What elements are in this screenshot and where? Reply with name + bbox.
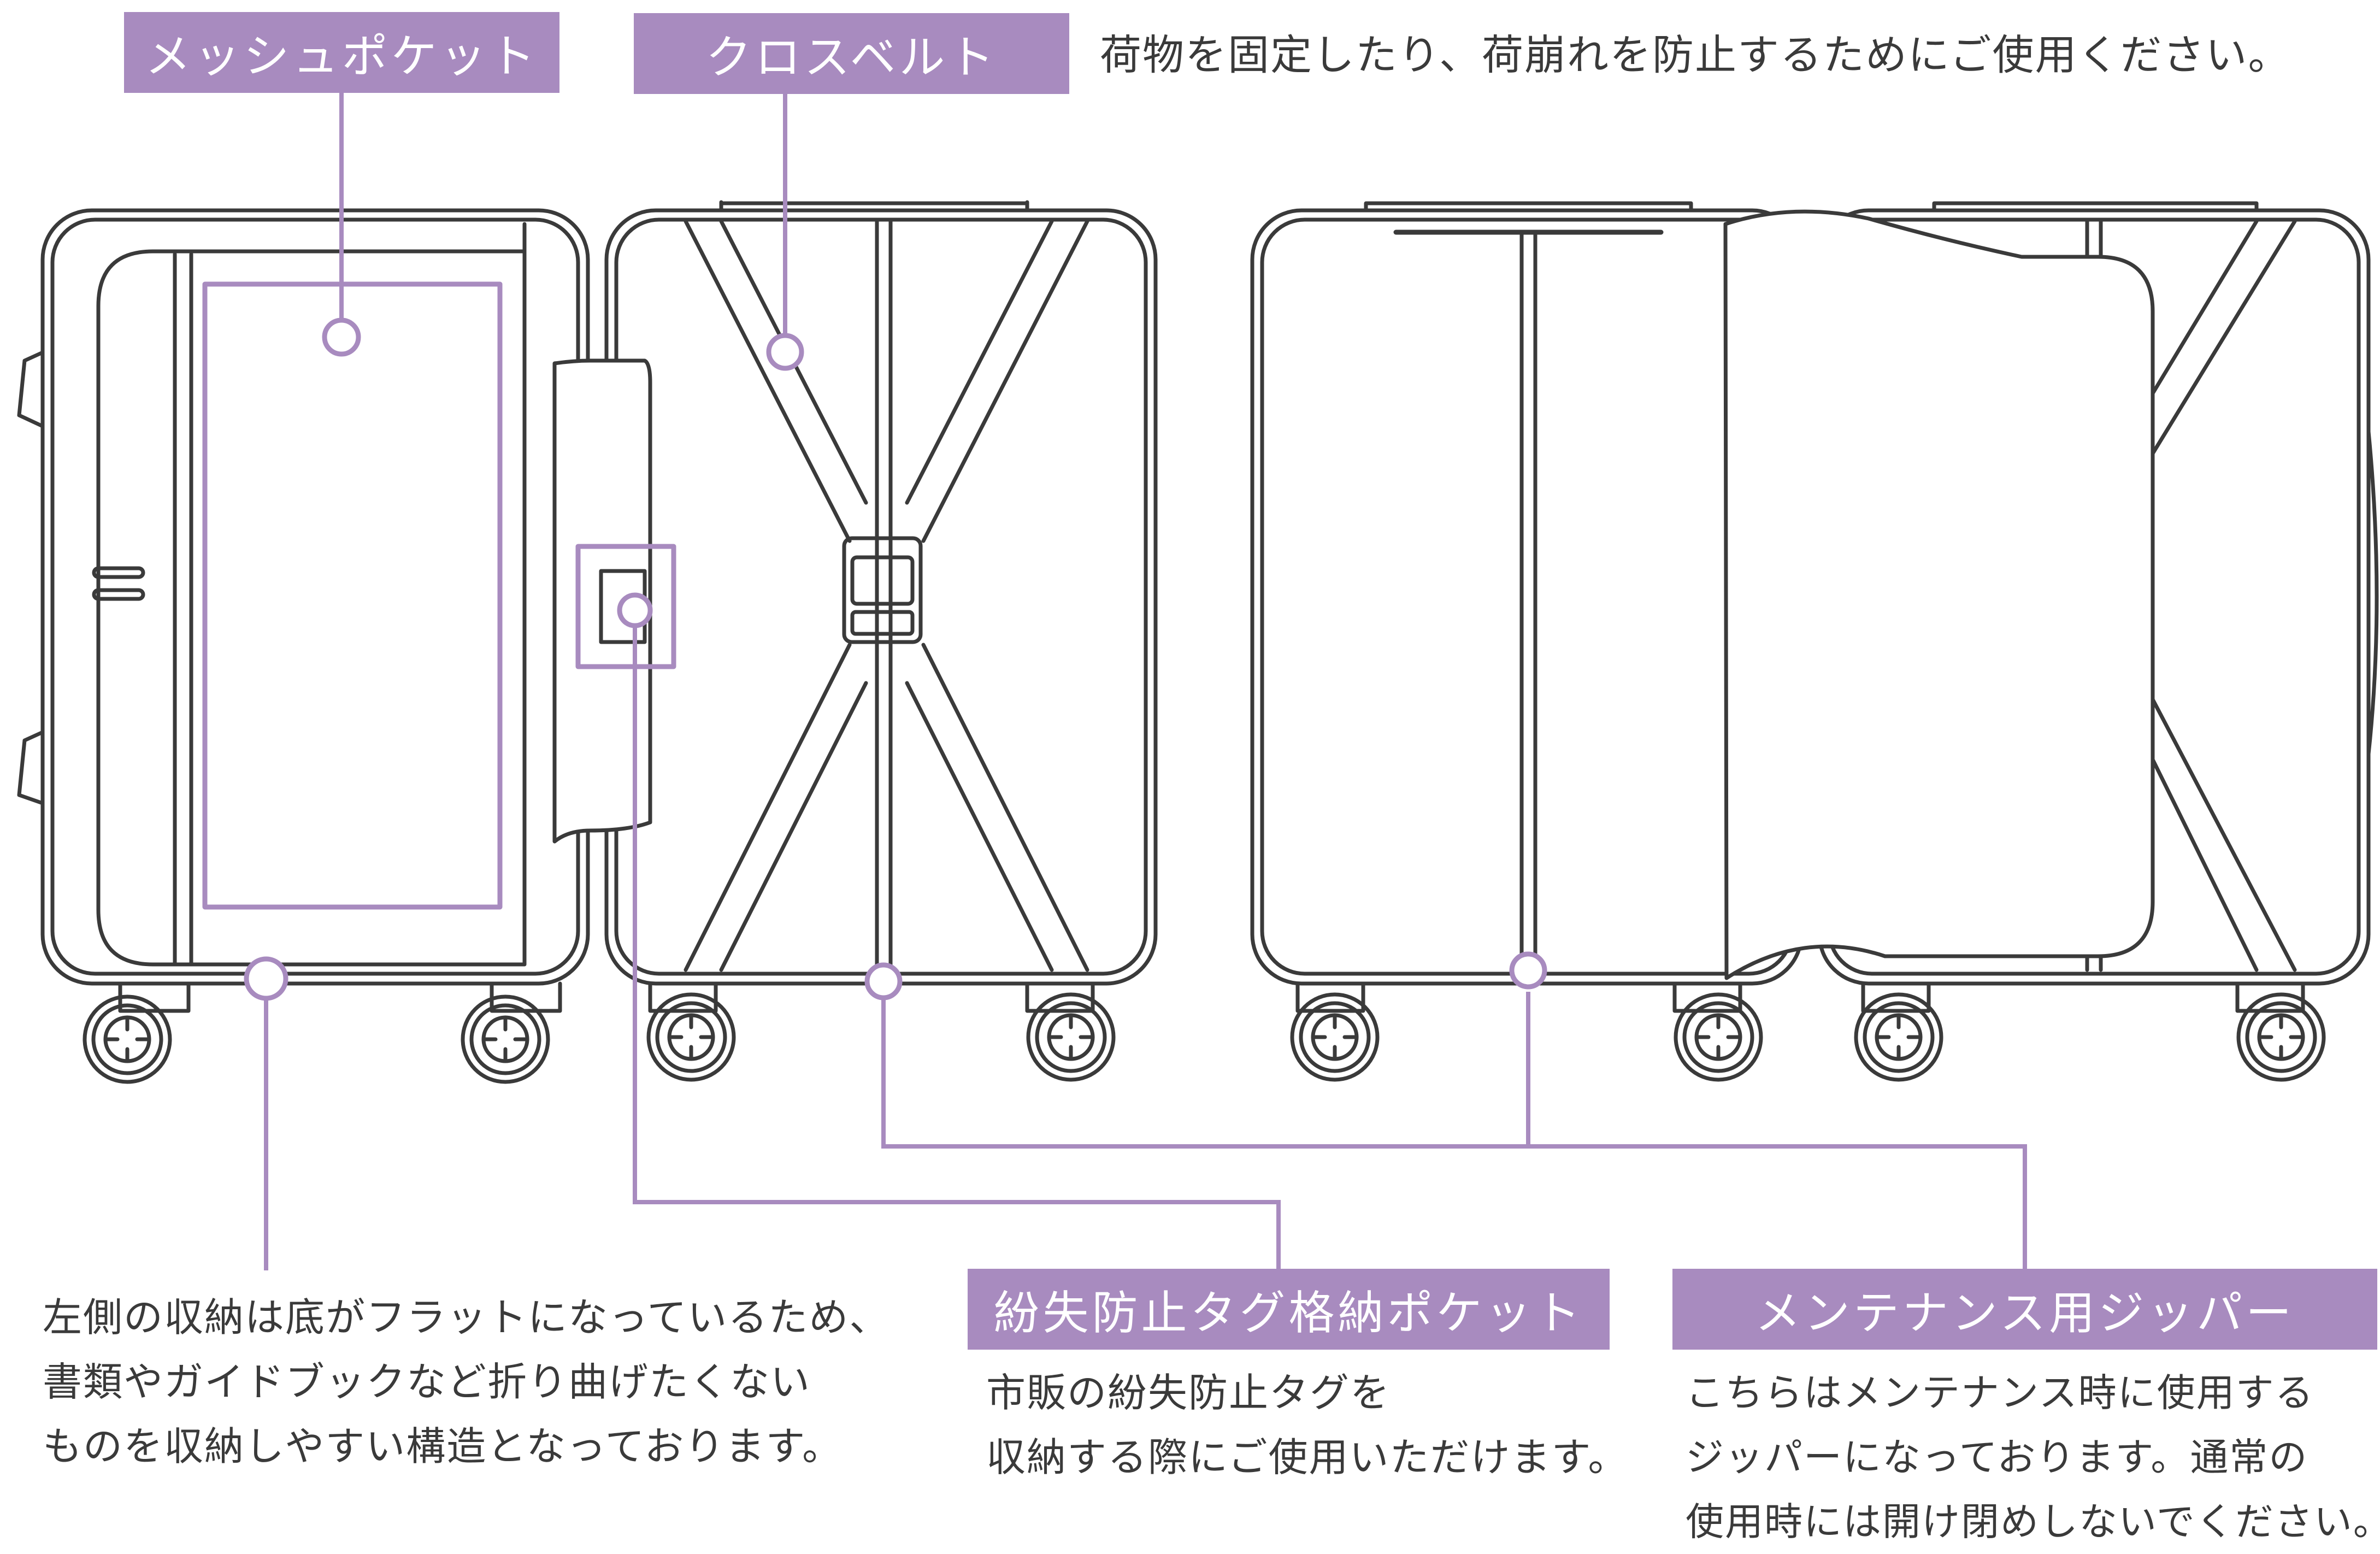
tag-pocket-outline [575,544,676,669]
wheel-icon [1290,992,1380,1082]
tag-pocket-label: 紛失防止タグ格納ポケット [968,1269,1610,1350]
zipper-note: こちらはメンテナンス時に使用する ジッパーになっております。通常の 使用時には開… [1686,1361,2380,1554]
wheel-icon [2236,992,2326,1082]
callout-markers [244,317,1547,1001]
left-storage-note: 左側の収納は底がフラットになっているため、 書類やガイドブックなど折り曲げたくな… [43,1285,889,1479]
wheel-icon [646,992,736,1082]
wheel-icon [1854,992,1943,1082]
zipper-note-line: こちらはメンテナンス時に使用する [1686,1370,2314,1415]
cross-belt-note: 荷物を固定したり、荷崩れを防止するためにご使用ください。 [1100,31,2291,79]
tag-pocket-note-line: 市販の紛失防止タグを [986,1370,1391,1416]
tag-pocket-note-line: 収納する際にご使用いただけます。 [986,1434,1629,1480]
left-storage-note-line: 左側の収納は底がフラットになっているため、 [43,1294,890,1340]
zipper-label: メンテナンス用ジッパー [1672,1269,2377,1350]
mesh-pocket-label: メッシュポケット [124,12,559,93]
zipper-note-line: 使用時には開け閉めしないでください。 [1686,1499,2380,1544]
wheel-icon [83,994,172,1084]
closed-case-left [1250,201,1804,1013]
lid-flap [1723,209,2155,980]
cross-belt-label: クロスベルト [634,13,1069,94]
wheel-icon [461,994,550,1084]
zipper-note-line: ジッパーになっております。通常の [1686,1435,2308,1480]
left-shell [17,208,590,1013]
wheel-icon [1674,992,1763,1082]
wheel-icon [1026,992,1116,1082]
wheels [83,992,2326,1084]
left-storage-note-line: 書類やガイドブックなど折り曲げたくない [43,1359,811,1405]
callout-lines [264,93,2027,1270]
left-storage-note-line: ものを収納しやすい構造となっております。 [43,1423,843,1469]
tag-pocket-note: 市販の紛失防止タグを 収納する際にご使用いただけます。 [986,1361,1628,1490]
mesh-pocket-outline [202,281,503,910]
